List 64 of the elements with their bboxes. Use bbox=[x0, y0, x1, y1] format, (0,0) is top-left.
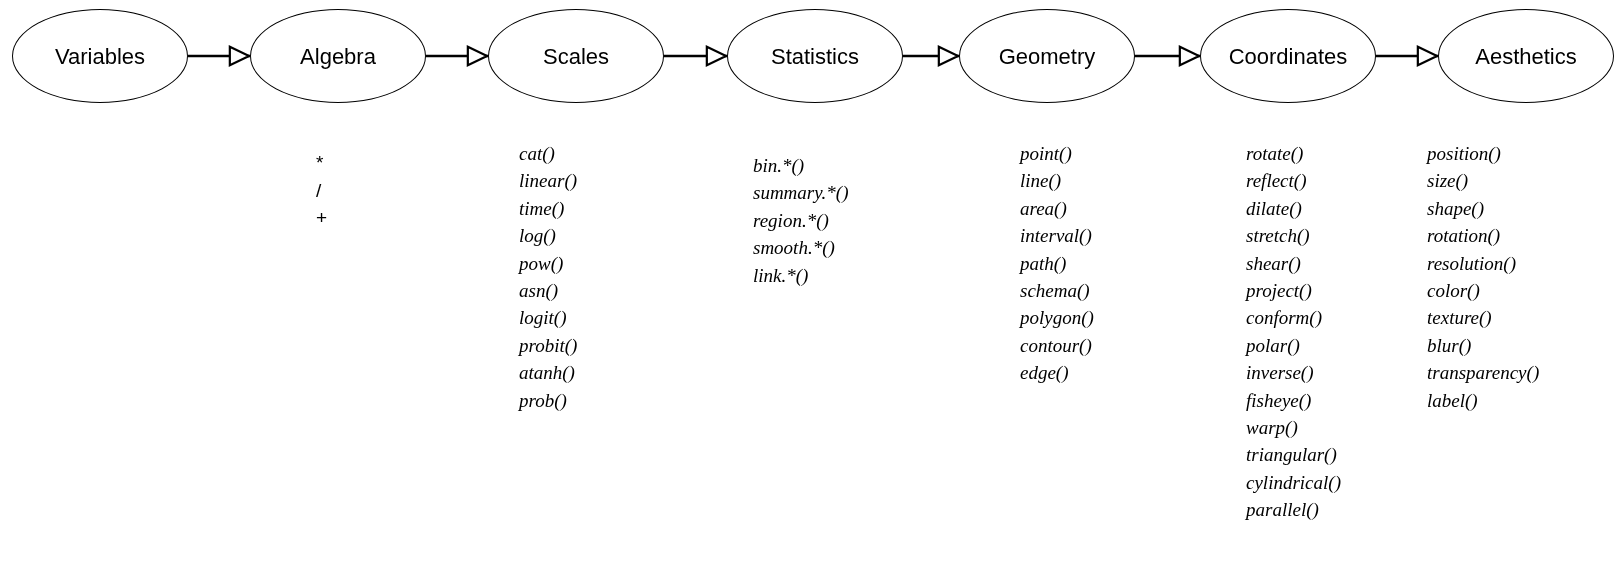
node-label: Aesthetics bbox=[1475, 42, 1577, 71]
function-label: area() bbox=[1020, 196, 1068, 221]
function-label: blur() bbox=[1427, 333, 1473, 358]
function-label: interval() bbox=[1020, 224, 1093, 249]
function-label: linear() bbox=[519, 169, 578, 194]
function-label: parallel() bbox=[1246, 498, 1320, 523]
function-label: path() bbox=[1020, 251, 1068, 276]
function-label: link.*() bbox=[753, 263, 810, 288]
function-label: time() bbox=[519, 196, 566, 221]
function-label: triangular() bbox=[1246, 443, 1338, 468]
function-label: region.*() bbox=[753, 208, 830, 233]
operator-label: + bbox=[316, 206, 328, 230]
function-label: label() bbox=[1427, 388, 1479, 413]
function-label: size() bbox=[1427, 169, 1470, 194]
function-label: shear() bbox=[1246, 251, 1302, 276]
arrow bbox=[188, 45, 251, 67]
function-label: texture() bbox=[1427, 306, 1493, 331]
node-label: Coordinates bbox=[1228, 42, 1348, 71]
function-label: position() bbox=[1427, 142, 1502, 166]
function-label: summary.*() bbox=[753, 181, 849, 206]
function-label: resolution() bbox=[1427, 251, 1517, 276]
function-label: smooth.*() bbox=[753, 236, 836, 261]
function-label: fisheye() bbox=[1246, 388, 1313, 413]
function-label: atanh() bbox=[519, 361, 576, 386]
function-label: shape() bbox=[1427, 196, 1485, 221]
operator-label: / bbox=[316, 178, 323, 203]
node-label: Statistics bbox=[771, 42, 859, 71]
function-label: rotate() bbox=[1246, 142, 1305, 166]
function-label: schema() bbox=[1020, 279, 1091, 304]
function-label: stretch() bbox=[1246, 224, 1311, 249]
function-label: log() bbox=[519, 224, 557, 249]
function-label: logit() bbox=[519, 306, 568, 331]
function-label: edge() bbox=[1020, 361, 1070, 386]
function-label: inverse() bbox=[1246, 361, 1315, 386]
function-label: rotation() bbox=[1427, 224, 1502, 249]
function-label: reflect() bbox=[1246, 169, 1308, 194]
function-label: polygon() bbox=[1020, 306, 1094, 331]
node-label: Geometry bbox=[998, 42, 1096, 71]
function-label: dilate() bbox=[1246, 196, 1303, 221]
function-label: polar() bbox=[1246, 333, 1301, 358]
operator-label: * bbox=[316, 151, 325, 175]
function-label: probit() bbox=[519, 333, 578, 358]
function-label: project() bbox=[1246, 279, 1313, 304]
function-label: point() bbox=[1020, 142, 1073, 166]
function-label: color() bbox=[1427, 279, 1481, 304]
function-label: bin.*() bbox=[753, 154, 806, 178]
node-label: Algebra bbox=[300, 42, 376, 71]
arrow bbox=[1135, 45, 1201, 67]
function-label: pow() bbox=[519, 251, 565, 276]
function-label: line() bbox=[1020, 169, 1063, 194]
function-label: contour() bbox=[1020, 333, 1093, 358]
arrow bbox=[426, 45, 489, 67]
function-label: warp() bbox=[1246, 416, 1299, 441]
function-label: asn() bbox=[519, 279, 560, 304]
arrow bbox=[1376, 45, 1439, 67]
node-label: Variables bbox=[54, 42, 146, 71]
arrow bbox=[903, 45, 960, 67]
node-label: Scales bbox=[542, 42, 609, 71]
function-label: cylindrical() bbox=[1246, 470, 1341, 495]
function-label: conform() bbox=[1246, 306, 1323, 331]
function-label: transparency() bbox=[1427, 361, 1540, 386]
function-label: prob() bbox=[519, 388, 568, 413]
function-label: cat() bbox=[519, 142, 556, 166]
arrow bbox=[664, 45, 728, 67]
